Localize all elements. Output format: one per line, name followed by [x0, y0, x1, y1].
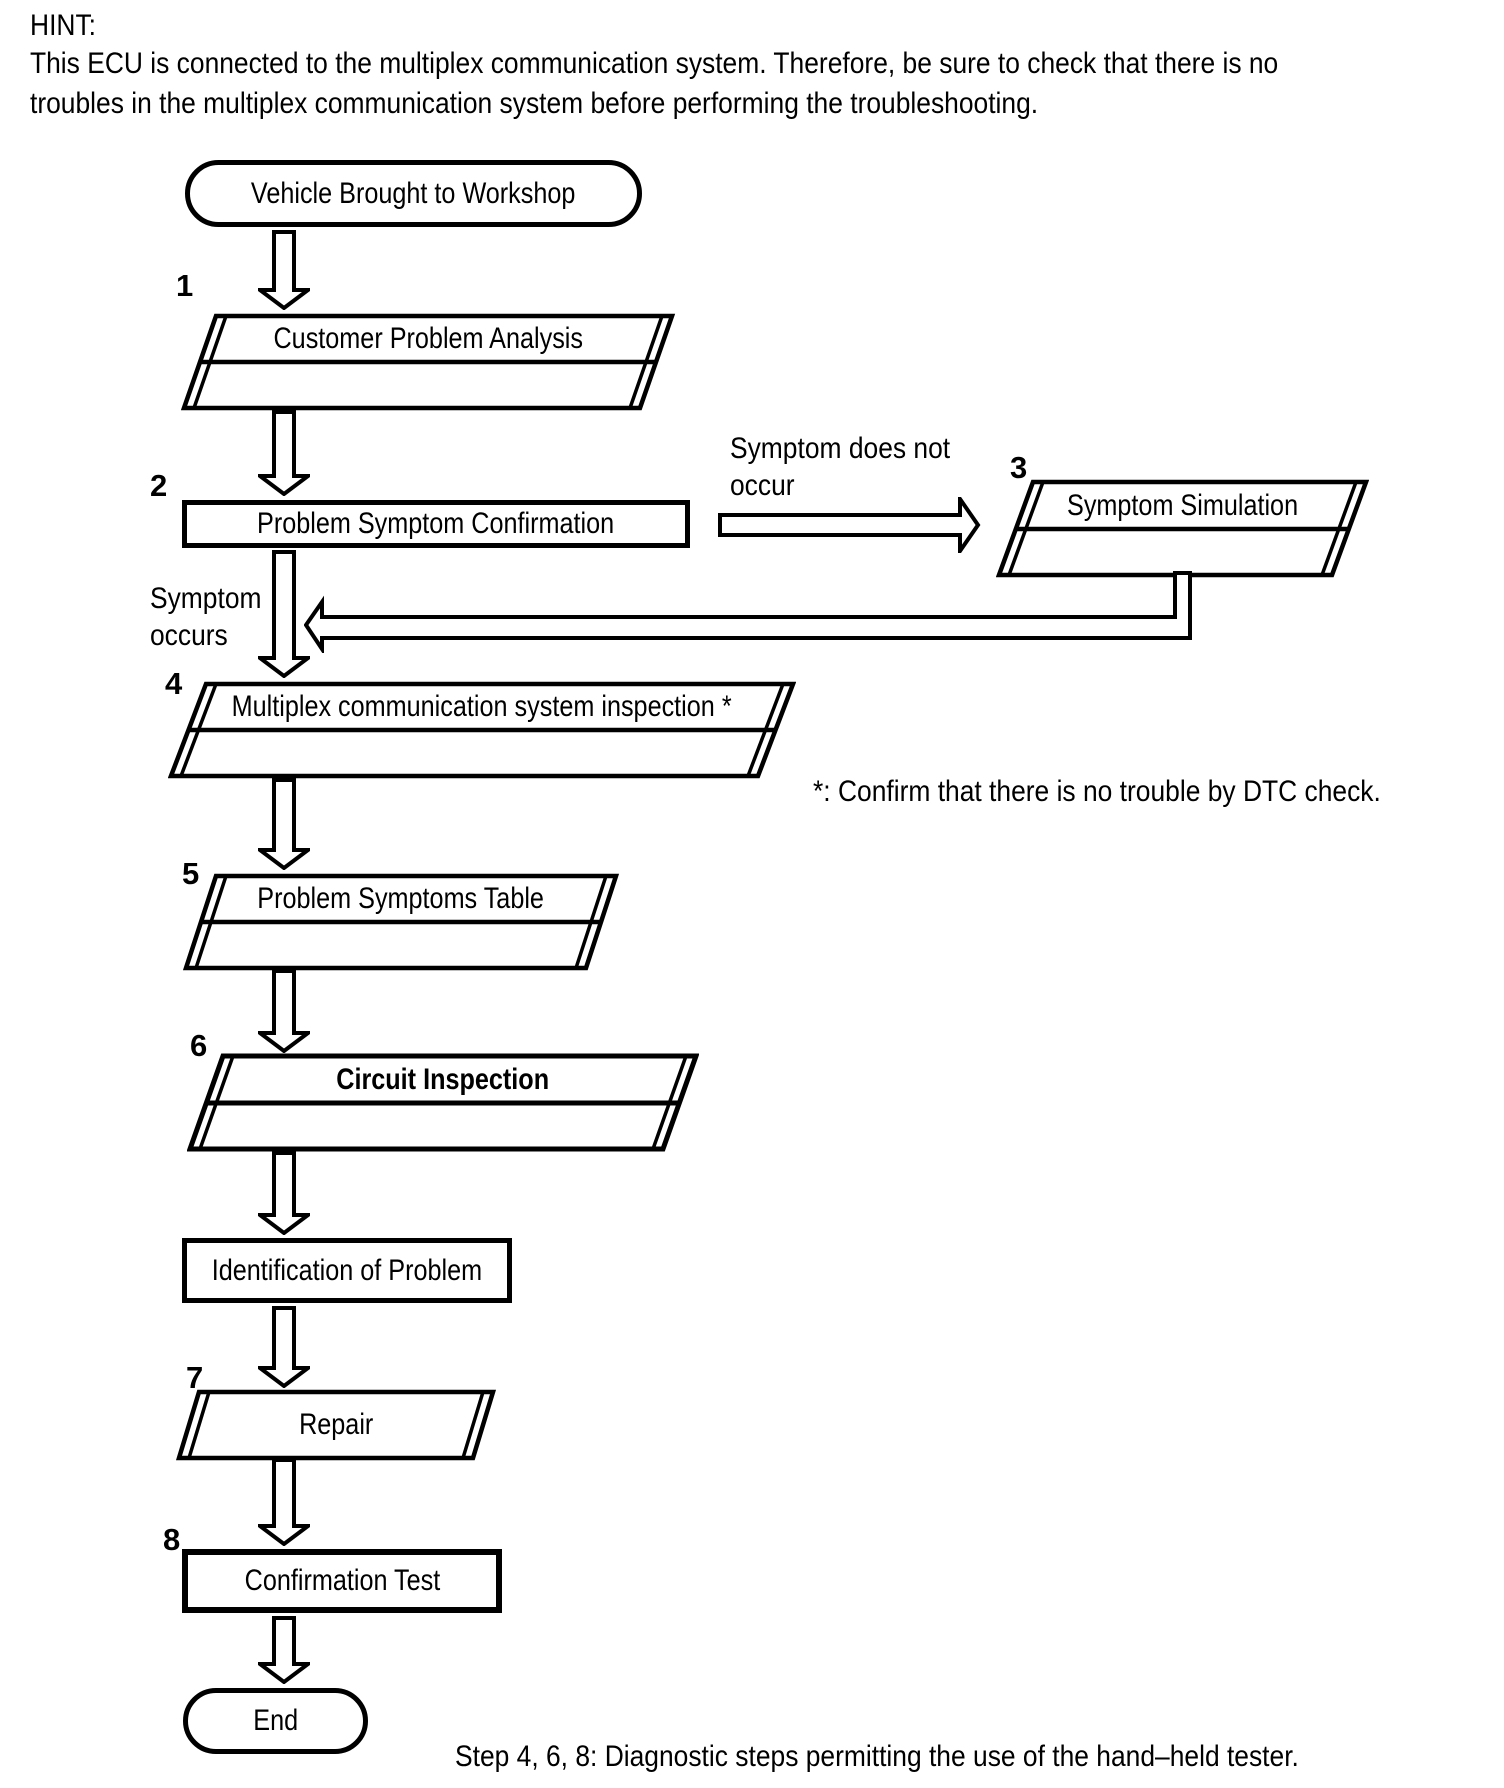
step-1-number-text: 1: [176, 268, 194, 303]
step-5-number: 5: [182, 856, 199, 892]
step-8-number-text: 8: [163, 1522, 181, 1557]
step-2-problem-symptom-confirmation: Problem Symptom Confirmation: [182, 500, 690, 548]
step-2-number: 2: [150, 468, 167, 504]
step-2-number-text: 2: [150, 468, 168, 503]
branch-label-symptom-does-not-occur: Symptom does not occur: [730, 430, 980, 504]
step-3-symptom-simulation: Symptom Simulation: [996, 479, 1369, 579]
hint-paragraph-line-1: This ECU is connected to the multiplex c…: [30, 44, 1448, 84]
end-terminator-label: End: [253, 1704, 298, 1737]
step-2-label: Problem Symptom Confirmation: [257, 507, 615, 540]
flow-arrow-down-icon: [258, 410, 310, 496]
parallelogram-shape: [187, 1053, 699, 1152]
step-7-label: Repair: [298, 1408, 374, 1441]
flow-arrow-right-icon: [718, 497, 981, 553]
step-1-number: 1: [176, 268, 193, 304]
identification-label: Identification of Problem: [211, 1253, 483, 1287]
step-7-number: 7: [186, 1360, 203, 1396]
step-4-label-cell: Multiplex communication system inspectio…: [168, 684, 796, 730]
hint-label: HINT:: [30, 6, 105, 46]
step-7-repair: Repair: [176, 1389, 496, 1461]
step-7-label-cell: Repair: [176, 1389, 496, 1461]
step-4-multiplex-communication-system-inspection: Multiplex communication system inspectio…: [168, 681, 796, 779]
step-6-label-cell: Circuit Inspection: [187, 1056, 699, 1103]
step-8-label: Confirmation Test: [244, 1564, 440, 1597]
step-3-label: Symptom Simulation: [1066, 488, 1299, 522]
step-6-label: Circuit Inspection: [336, 1062, 550, 1096]
step-6-circuit-inspection: Circuit Inspection: [187, 1053, 699, 1152]
hint-label-text: HINT:: [30, 9, 96, 42]
dtc-footnote-text: *: Confirm that there is no trouble by D…: [813, 775, 1381, 808]
hand-held-tester-legend-text: Step 4, 6, 8: Diagnostic steps permittin…: [455, 1740, 1299, 1773]
step-7-number-text: 7: [186, 1360, 204, 1395]
hint-line-2-text: troubles in the multiplex communication …: [30, 87, 1039, 120]
step-4-number-text: 4: [165, 666, 183, 701]
step-5-label: Problem Symptoms Table: [257, 882, 545, 915]
step-1-customer-problem-analysis: Customer Problem Analysis: [181, 313, 676, 412]
step-3-number: 3: [1010, 450, 1027, 486]
flow-arrow-down-icon: [258, 1458, 310, 1546]
branch-occurs-line-2: occurs: [150, 619, 228, 652]
step-4-label: Multiplex communication system inspectio…: [231, 690, 733, 723]
flow-arrow-down-icon: [258, 1616, 310, 1684]
flow-arrow-down-icon: [258, 778, 310, 870]
end-terminator: End: [183, 1688, 368, 1754]
step-6-number: 6: [190, 1028, 207, 1064]
hint-line-1-text: This ECU is connected to the multiplex c…: [30, 47, 1279, 80]
dtc-footnote: *: Confirm that there is no trouble by D…: [813, 772, 1458, 812]
step-3-number-text: 3: [1010, 450, 1028, 485]
step-5-number-text: 5: [182, 856, 200, 891]
flow-arrow-down-icon: [258, 1306, 310, 1388]
return-arrow-left-icon: [304, 571, 1192, 653]
step-1-label: Customer Problem Analysis: [273, 322, 584, 355]
branch-not-occur-line-2: occur: [730, 469, 795, 502]
branch-not-occur-line-1: Symptom does not: [730, 432, 951, 465]
flow-arrow-down-icon: [258, 550, 310, 678]
step-4-number: 4: [165, 666, 182, 702]
start-terminator-label: Vehicle Brought to Workshop: [251, 176, 576, 210]
flow-arrow-down-icon: [258, 230, 310, 310]
step-5-problem-symptoms-table: Problem Symptoms Table: [183, 873, 619, 971]
flow-arrow-down-icon: [258, 969, 310, 1053]
branch-occurs-line-1: Symptom: [150, 582, 262, 615]
parallelogram-shape: [996, 479, 1369, 578]
parallelogram-shape: [168, 681, 796, 779]
step-3-label-cell: Symptom Simulation: [996, 482, 1369, 529]
branch-label-symptom-occurs: Symptom occurs: [150, 580, 277, 654]
step-1-label-cell: Customer Problem Analysis: [181, 316, 676, 362]
step-6-number-text: 6: [190, 1028, 208, 1063]
step-8-confirmation-test: Confirmation Test: [182, 1549, 502, 1613]
parallelogram-shape: [181, 313, 676, 411]
hand-held-tester-legend: Step 4, 6, 8: Diagnostic steps permittin…: [455, 1737, 1414, 1777]
step-5-label-cell: Problem Symptoms Table: [183, 876, 619, 922]
parallelogram-shape: [176, 1389, 496, 1461]
flow-arrow-down-icon: [258, 1151, 310, 1235]
identification-of-problem-box: Identification of Problem: [182, 1238, 512, 1303]
step-8-number: 8: [163, 1522, 180, 1558]
start-terminator: Vehicle Brought to Workshop: [185, 160, 642, 227]
hint-paragraph-line-2: troubles in the multiplex communication …: [30, 84, 1176, 124]
parallelogram-shape: [183, 873, 619, 971]
